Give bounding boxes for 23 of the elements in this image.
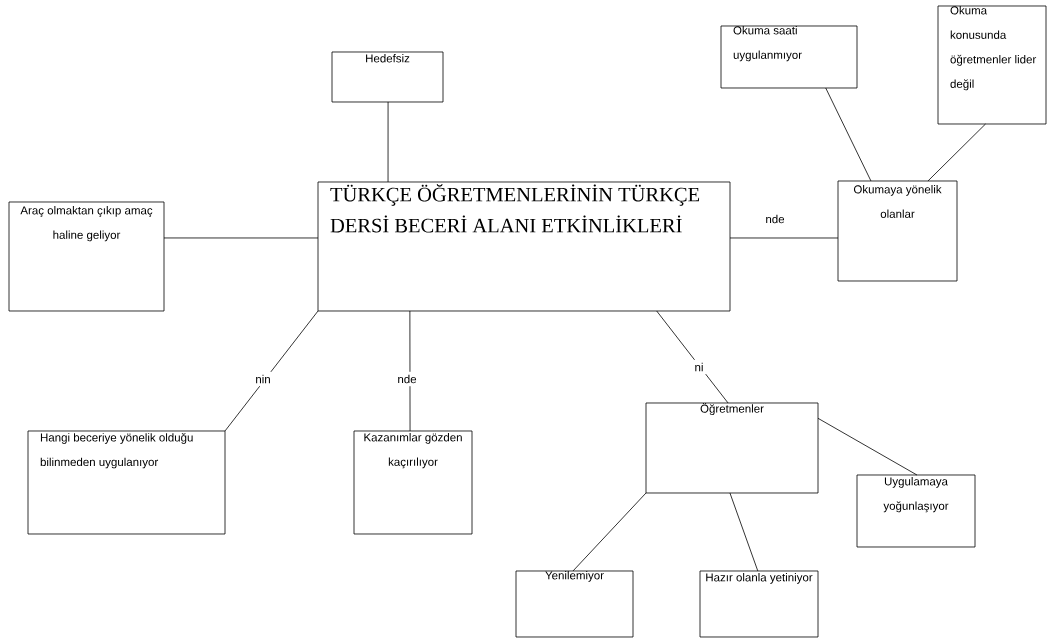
connector-line	[729, 492, 759, 572]
connector-line	[572, 492, 647, 572]
connector-line	[825, 87, 872, 182]
process-box: Hazır olanla yetiniyor	[699, 570, 819, 638]
process-box: Okuma konusunda öğretmenler lider değil	[937, 5, 1047, 125]
process-box: Kazanımlar gözden kaçırılıyor	[353, 430, 473, 535]
process-box: Okumaya yönelik olanlar	[837, 180, 958, 282]
process-box: Öğretmenler	[645, 402, 819, 494]
connector-line	[729, 237, 839, 239]
connector-line	[224, 310, 319, 432]
process-box: Uygulamaya yoğunlaşıyor	[856, 474, 976, 548]
process-box: Okuma saati uygulanmıyor	[720, 25, 858, 89]
connector-line	[817, 417, 918, 476]
connector-line	[163, 237, 319, 239]
title-box: TÜRKÇE ÖĞRETMENLERİNİN TÜRKÇE DERSİ BECERİ ALANI ETKİNLİKLERİ	[317, 181, 731, 312]
connector-line	[387, 101, 389, 183]
connector-line	[927, 123, 986, 182]
process-box: Yenilemiyor	[515, 570, 634, 638]
connector-line	[409, 310, 411, 432]
connector-line	[656, 310, 729, 404]
process-box: Hedefsiz	[331, 51, 444, 103]
process-box: Hangi beceriye yönelik olduğu bilinmeden uygulanıyor	[27, 430, 226, 535]
process-box: Araç olmaktan çıkıp amaç haline geliyor	[8, 201, 165, 312]
